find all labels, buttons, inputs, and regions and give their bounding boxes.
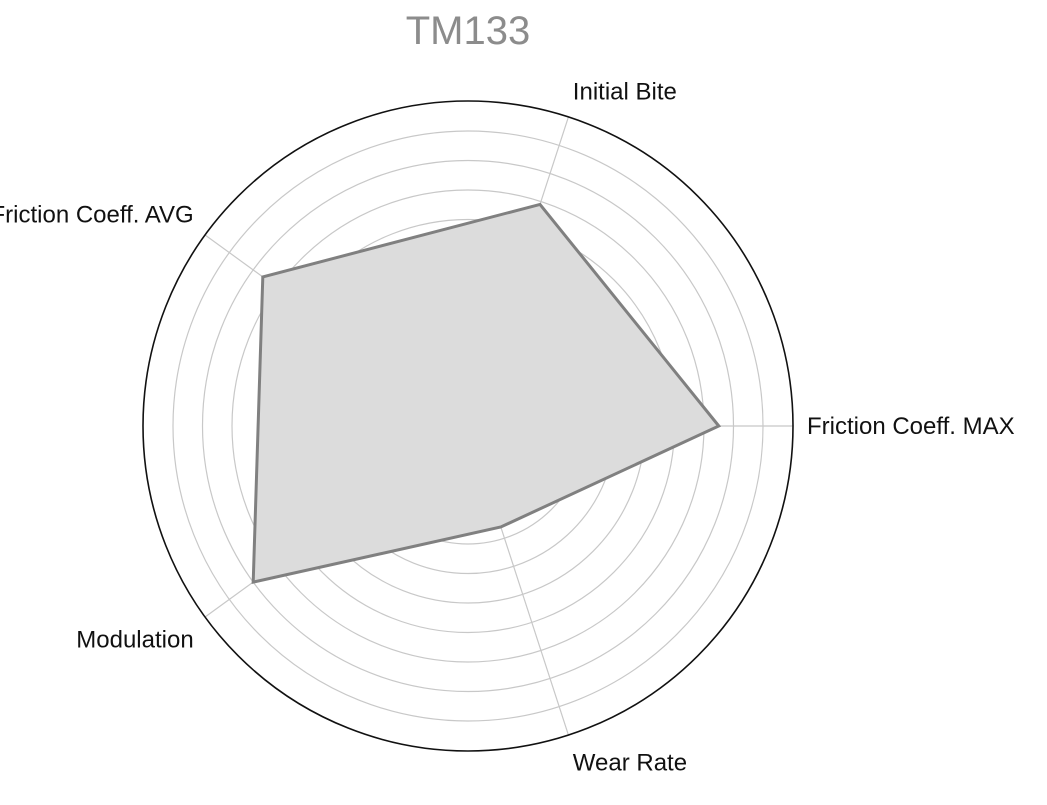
axis-label: Initial Bite [573,79,677,106]
axis-label: Friction Coeff. MAX [807,413,1015,440]
axis-label: Friction Coeff. AVG [0,202,194,229]
chart-title: TM133 [406,9,531,53]
axis-label: Modulation [76,626,193,653]
axis-label: Wear Rate [573,749,687,776]
